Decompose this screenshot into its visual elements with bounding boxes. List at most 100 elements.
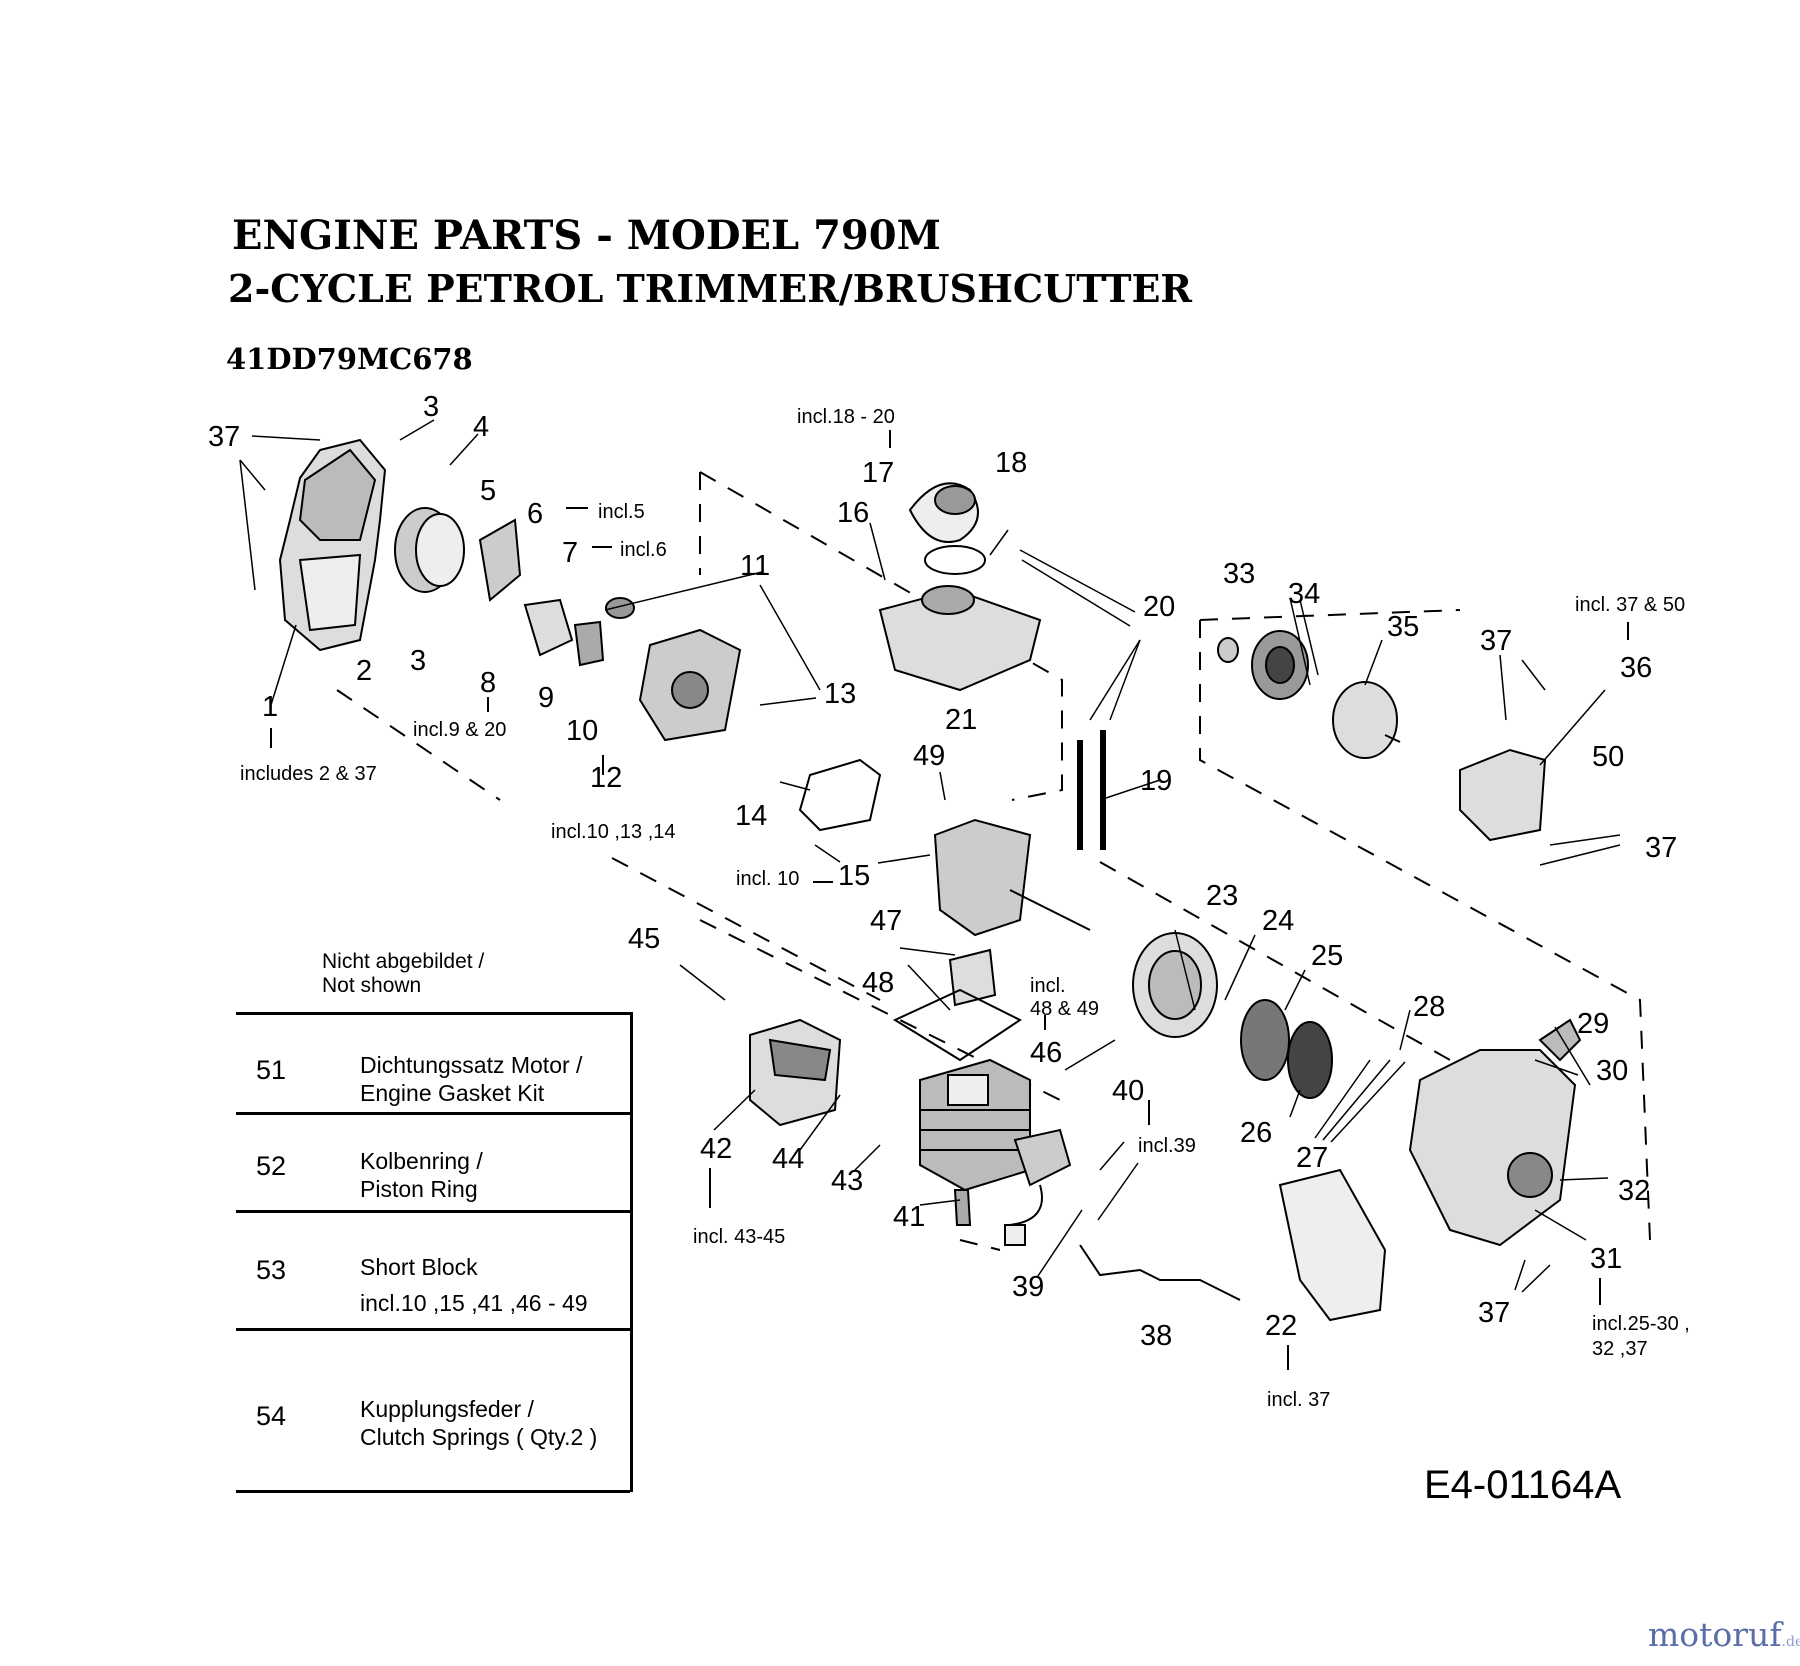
callout-12: 12 bbox=[590, 762, 622, 794]
callout-8: 8 bbox=[480, 667, 496, 699]
reference-ticks bbox=[270, 430, 1629, 1370]
leader-lines bbox=[239, 419, 1621, 1293]
part-number: 41DD79MC678 bbox=[226, 342, 473, 376]
fuel-tank-part bbox=[878, 482, 1042, 692]
callout-2: 2 bbox=[356, 655, 372, 687]
watermark-logo: motoruf.de bbox=[1648, 1615, 1800, 1654]
cylinder-part bbox=[919, 1058, 1031, 1192]
callout-1: 1 bbox=[262, 691, 278, 723]
clutch-drum-part bbox=[1332, 681, 1401, 759]
callout-50: 50 bbox=[1592, 741, 1624, 773]
callout-43: 43 bbox=[831, 1165, 863, 1197]
note-incl-39: incl.39 bbox=[1138, 1135, 1196, 1157]
callout-33: 33 bbox=[1223, 558, 1255, 590]
callout-34: 34 bbox=[1288, 578, 1320, 610]
callout-21: 21 bbox=[945, 704, 977, 736]
inclusion-notes: incl.18 - 20 incl.5 incl.6 incl.9 & 20 i… bbox=[240, 406, 1690, 1411]
callout-28: 28 bbox=[1413, 991, 1445, 1023]
callout-10: 10 bbox=[566, 715, 598, 747]
callout-37c: 37 bbox=[1645, 832, 1677, 864]
air-filter-part bbox=[394, 507, 465, 593]
note-incl-6: incl.6 bbox=[620, 539, 667, 561]
note-incl-25-30-b: 32 ,37 bbox=[1592, 1338, 1648, 1360]
callout-46: 46 bbox=[1030, 1037, 1062, 1069]
muffler-part bbox=[749, 1018, 842, 1127]
callout-27: 27 bbox=[1296, 1142, 1328, 1174]
callout-9: 9 bbox=[538, 682, 554, 714]
callout-48: 48 bbox=[862, 967, 894, 999]
callout-18: 18 bbox=[995, 447, 1027, 479]
callout-37d: 37 bbox=[1478, 1297, 1510, 1329]
clutch-part bbox=[1251, 630, 1309, 700]
callout-numbers: 37 3 4 5 6 7 11 2 3 1 8 9 10 13 12 14 15… bbox=[208, 391, 1677, 1352]
piston-part bbox=[892, 948, 1022, 1062]
air-filter-cover-part bbox=[278, 438, 387, 652]
note-incl-10: incl. 10 bbox=[736, 868, 799, 890]
note-incl-48-49-a: incl. bbox=[1030, 975, 1066, 997]
callout-45: 45 bbox=[628, 923, 660, 955]
callout-17: 17 bbox=[862, 457, 894, 489]
callout-47: 47 bbox=[870, 905, 902, 937]
ignition-wire-part bbox=[1079, 1244, 1241, 1301]
callout-26: 26 bbox=[1240, 1117, 1272, 1149]
clutch-housing-part bbox=[1459, 748, 1547, 842]
callout-49: 49 bbox=[913, 740, 945, 772]
pulley-part bbox=[1240, 999, 1290, 1081]
table-row: 54 Kupplungsfeder / Clutch Springs ( Qty… bbox=[236, 1328, 630, 1493]
note-incl-48-49-b: 48 & 49 bbox=[1030, 998, 1099, 1020]
note-incl-43-45: incl. 43-45 bbox=[693, 1226, 785, 1248]
callout-40: 40 bbox=[1112, 1075, 1144, 1107]
not-shown-table: 51 Dichtungssatz Motor / Engine Gasket K… bbox=[236, 1012, 633, 1493]
starter-pulley-part bbox=[1287, 1021, 1333, 1099]
spark-plug-part bbox=[953, 1189, 972, 1226]
callout-14: 14 bbox=[735, 800, 767, 832]
callout-13: 13 bbox=[824, 678, 856, 710]
callout-19: 19 bbox=[1140, 765, 1172, 797]
intake-housing-part bbox=[638, 628, 742, 742]
callout-31: 31 bbox=[1590, 1243, 1622, 1275]
note-incl-10-13-14: incl.10 ,13 ,14 bbox=[551, 821, 676, 843]
table-row: 51 Dichtungssatz Motor / Engine Gasket K… bbox=[236, 1012, 630, 1115]
page-title: ENGINE PARTS - MODEL 790M bbox=[232, 212, 941, 259]
note-incl-37-50: incl. 37 & 50 bbox=[1575, 594, 1685, 616]
carburetor-group bbox=[478, 518, 605, 667]
note-incl-9-20: incl.9 & 20 bbox=[413, 719, 506, 741]
primer-bulb-part bbox=[605, 597, 635, 619]
callout-23: 23 bbox=[1206, 880, 1238, 912]
callout-4: 4 bbox=[473, 411, 489, 443]
callout-6: 6 bbox=[527, 498, 543, 530]
table-row: 53 Short Block incl.10 ,15 ,41 ,46 - 49 bbox=[236, 1210, 630, 1331]
note-incl-18-20: incl.18 - 20 bbox=[797, 406, 895, 428]
callout-39: 39 bbox=[1012, 1271, 1044, 1303]
callout-32: 32 bbox=[1618, 1175, 1650, 1207]
table-bottom-rule bbox=[236, 1490, 630, 1493]
flywheel-part bbox=[1132, 932, 1218, 1038]
callout-20: 20 bbox=[1143, 591, 1175, 623]
callout-29: 29 bbox=[1577, 1008, 1609, 1040]
callout-3b: 3 bbox=[410, 645, 426, 677]
callout-37: 37 bbox=[208, 421, 240, 453]
note-incl-37: incl. 37 bbox=[1267, 1389, 1330, 1411]
callout-11: 11 bbox=[740, 550, 770, 582]
crankcase-part bbox=[933, 818, 1091, 937]
callout-25: 25 bbox=[1311, 940, 1343, 972]
note-incl-5: incl.5 bbox=[598, 501, 645, 523]
callout-35: 35 bbox=[1387, 611, 1419, 643]
callout-22: 22 bbox=[1265, 1310, 1297, 1342]
callout-16: 16 bbox=[837, 497, 869, 529]
not-shown-heading: Nicht abgebildet / Not shown bbox=[322, 950, 485, 997]
drawing-code: E4-01164A bbox=[1424, 1463, 1622, 1507]
ignition-coil-part bbox=[1004, 1128, 1072, 1246]
starter-housing-part bbox=[1408, 1018, 1582, 1247]
table-row: 52 Kolbenring / Piston Ring bbox=[236, 1112, 630, 1213]
callout-38: 38 bbox=[1140, 1320, 1172, 1352]
page-subtitle: 2-CYCLE PETROL TRIMMER/BRUSHCUTTER bbox=[228, 266, 1193, 311]
callout-24: 24 bbox=[1262, 905, 1294, 937]
callout-7: 7 bbox=[562, 537, 578, 569]
callout-41: 41 bbox=[893, 1201, 925, 1233]
note-incl-25-30-a: incl.25-30 , bbox=[1592, 1313, 1690, 1335]
callout-30: 30 bbox=[1596, 1055, 1628, 1087]
note-includes-2-37: includes 2 & 37 bbox=[240, 763, 377, 785]
